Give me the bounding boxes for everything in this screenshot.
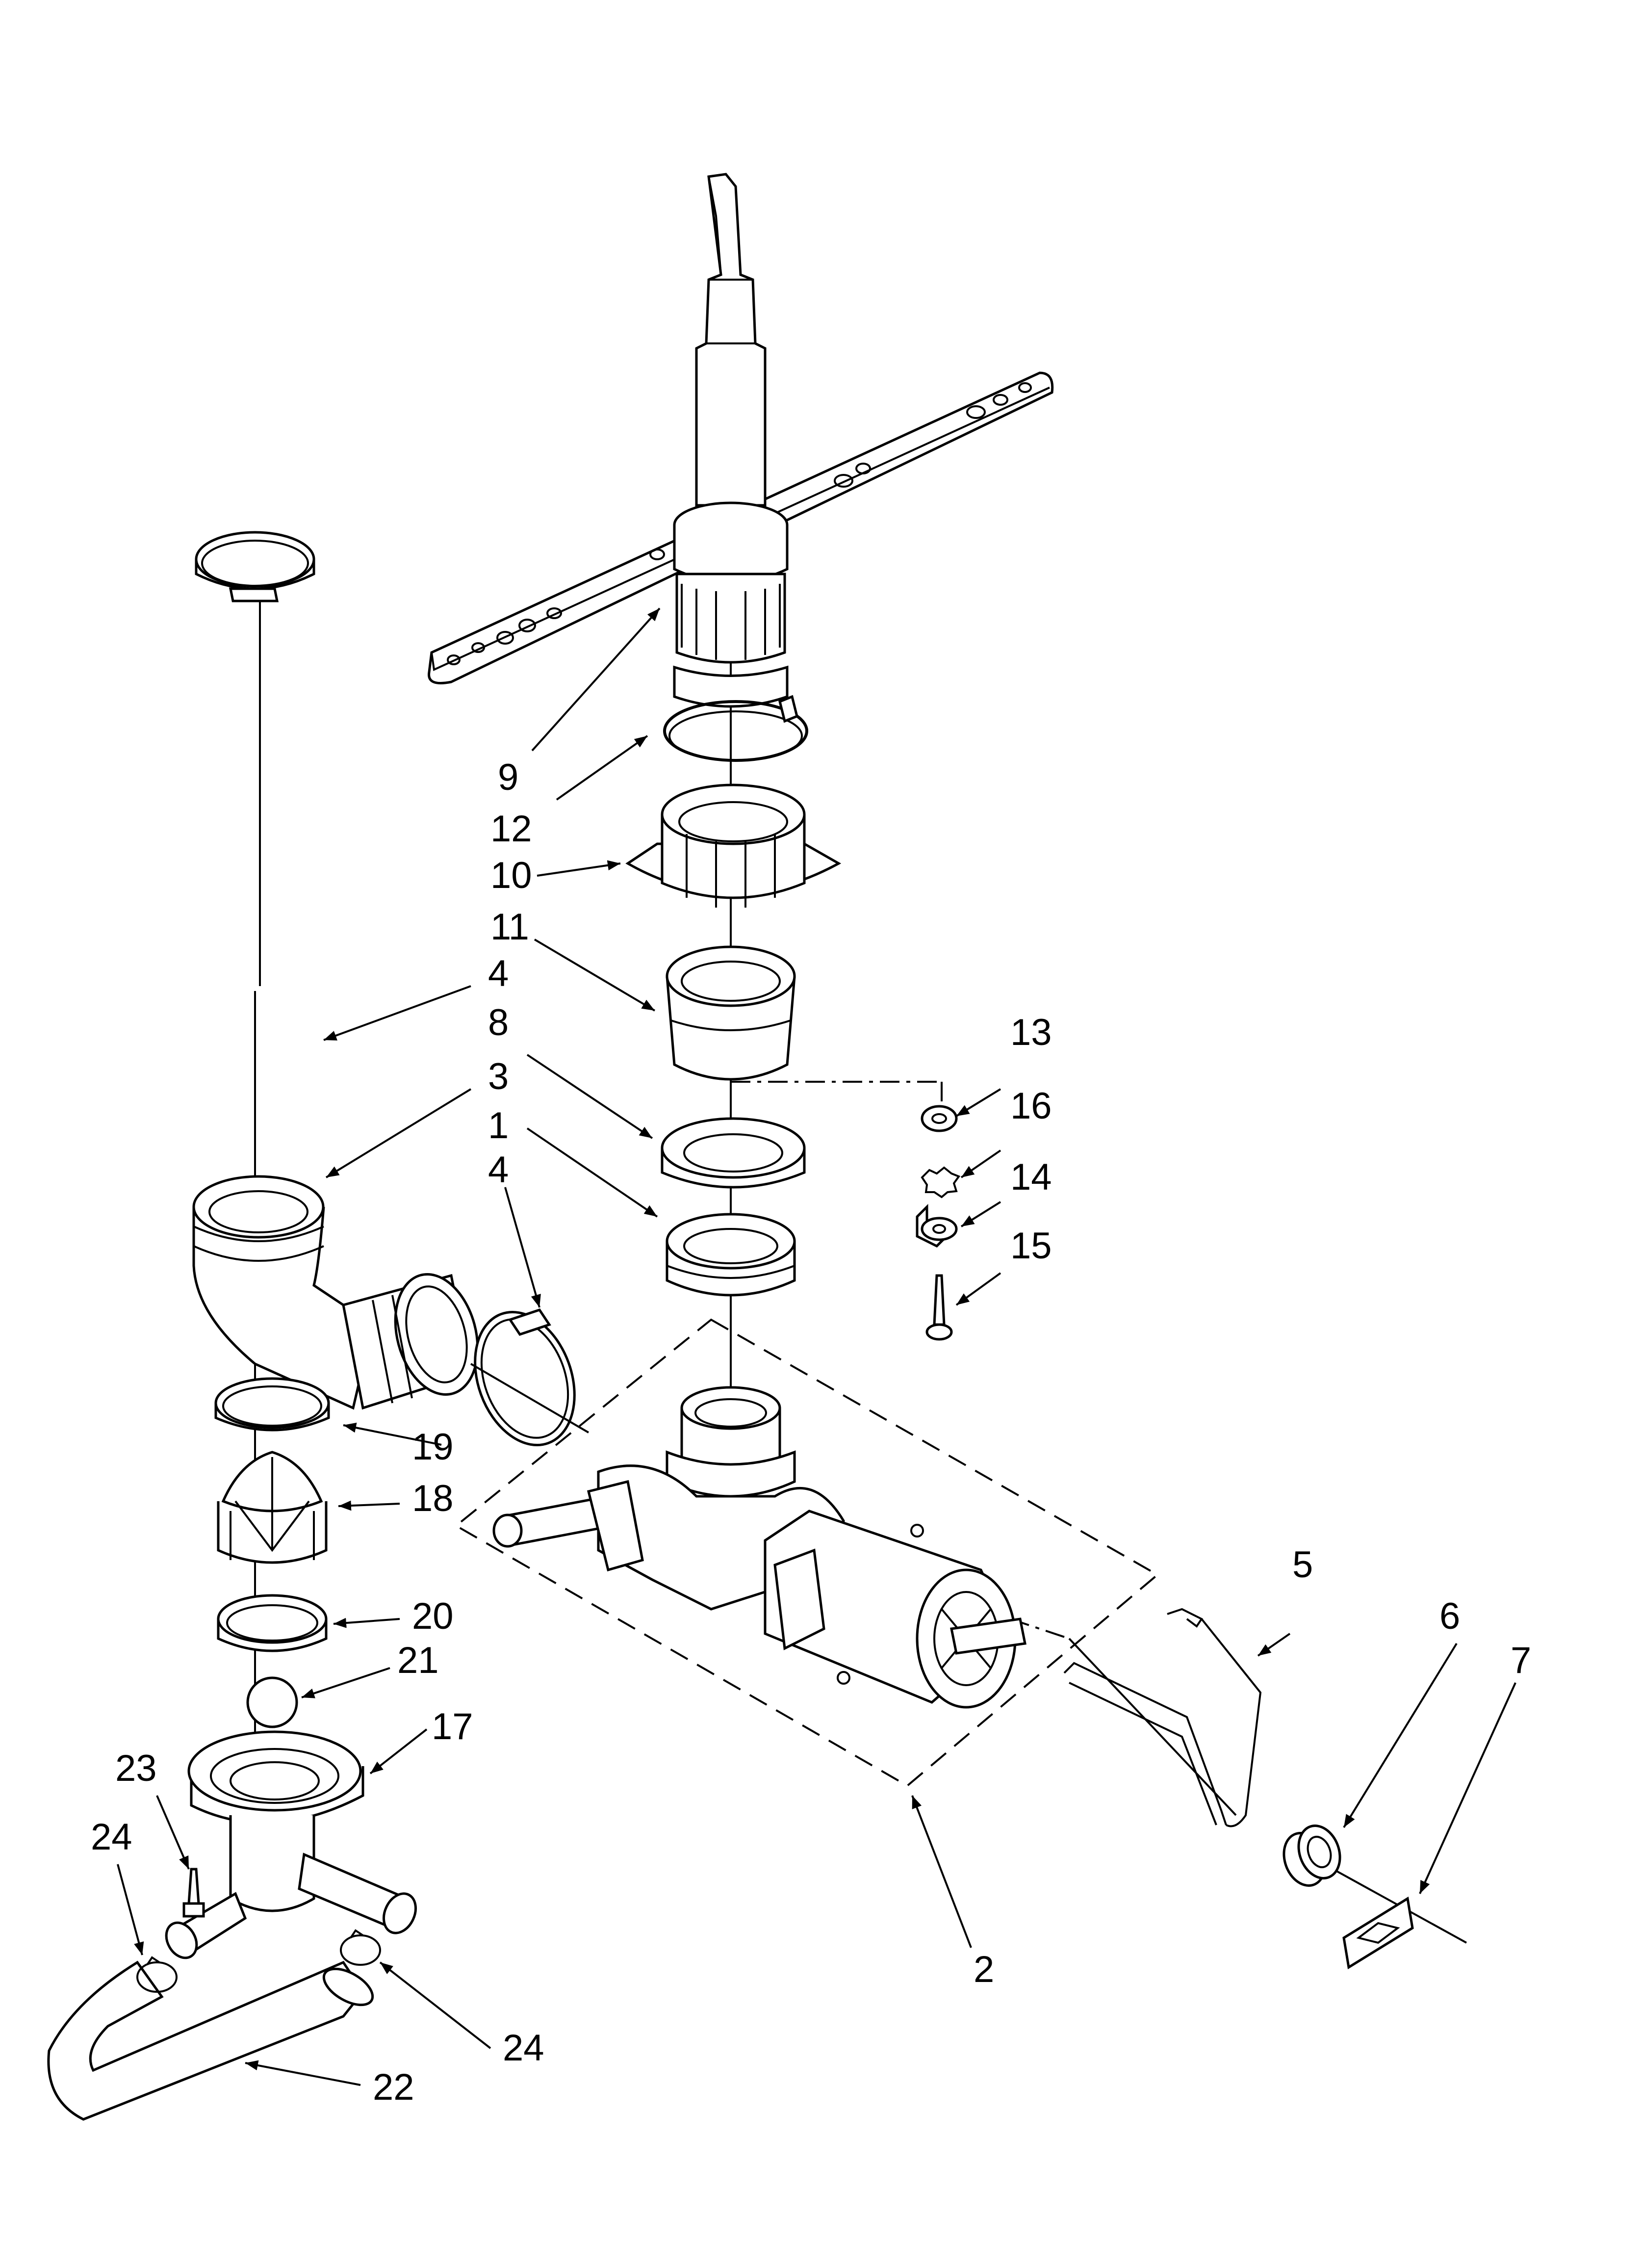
nut-13 [921,1105,958,1132]
label-9: 9 [498,756,518,798]
label-20: 20 [412,1595,454,1637]
label-3: 3 [488,1056,509,1097]
label-19: 19 [412,1426,454,1468]
label-14: 14 [1010,1156,1052,1198]
bearing [666,945,796,1081]
hose-clamp-top [195,531,315,602]
label-5: 5 [1292,1544,1313,1586]
spray-tube [673,173,789,708]
wire-clip [1063,1608,1262,1827]
label-18: 18 [412,1478,454,1519]
plate-7 [1342,1896,1414,1970]
part-labels: 9 12 10 11 4 8 3 1 4 13 16 14 15 19 18 2… [91,756,1531,2108]
retaining-nut [625,783,842,908]
label-1: 1 [488,1105,509,1147]
bracket-14 [916,1203,958,1248]
screw-15 [925,1274,953,1341]
label-21: 21 [397,1640,439,1681]
seal-ring-19 [214,1377,330,1432]
check-ball [246,1676,298,1728]
grommet-1 [666,1213,796,1297]
hose-clamp-24-left [136,1956,178,1993]
label-11: 11 [490,906,529,948]
drain-hose [47,1960,374,2121]
leader-lines [117,607,1516,2086]
label-16: 16 [1010,1085,1052,1127]
label-8: 8 [488,1002,509,1043]
hose-clamp-lower [470,1308,590,1447]
label-17: 17 [432,1706,473,1747]
screw-23 [182,1868,205,1918]
lock-washer-16 [921,1166,961,1199]
label-6: 6 [1439,1595,1460,1637]
label-10: 10 [490,855,532,896]
grommet-6 [1283,1825,1341,1887]
drain-elbow [192,1175,479,1410]
seal-ring-20 [217,1594,328,1652]
label-13: 13 [1010,1012,1052,1053]
label-4-upper: 4 [488,953,509,994]
pump-motor-assembly [454,1318,1159,1787]
label-24-right: 24 [503,2027,544,2069]
label-22: 22 [373,2066,414,2108]
label-2: 2 [974,1949,994,1990]
label-4-lower: 4 [488,1149,509,1191]
label-24-left: 24 [91,1816,132,1858]
label-12: 12 [490,808,532,850]
seal-ring-8 [661,1117,806,1189]
label-23: 23 [115,1747,157,1789]
snap-ring [663,695,808,762]
sump-housing [165,1730,417,1959]
label-15: 15 [1010,1225,1052,1267]
hose-clamp-24-right [340,1929,381,1966]
label-7: 7 [1511,1640,1531,1681]
filter-cone [217,1451,328,1564]
